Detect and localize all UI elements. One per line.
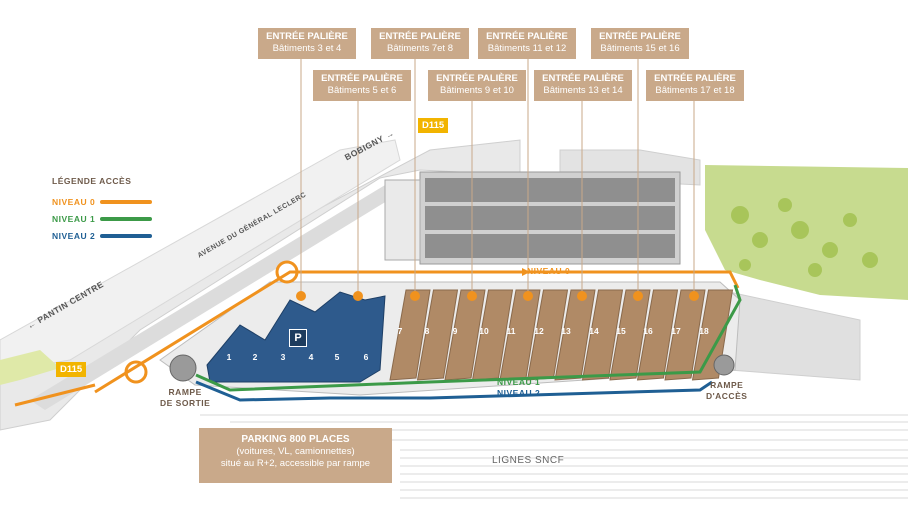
- callout-buildings: Bâtiments 5 et 6: [327, 85, 397, 96]
- building-number: 17: [671, 326, 681, 336]
- building-number: 16: [643, 326, 653, 336]
- rail-label: LIGNES SNCF: [492, 455, 565, 466]
- legend-row-niveau-0: NIVEAU 0: [52, 193, 152, 210]
- green-strip-left: [0, 350, 60, 385]
- building-number: 4: [308, 352, 314, 362]
- parking-info-box: PARKING 800 PLACES (voitures, VL, camion…: [199, 428, 392, 483]
- building-number: 12: [534, 326, 544, 336]
- entry-leaders: [296, 59, 699, 301]
- building-number: 9: [452, 326, 458, 336]
- entry-dot: [410, 291, 420, 301]
- tan-building-8: [416, 289, 459, 381]
- building-number: 11: [506, 326, 516, 336]
- callout-buildings: Bâtiments 17 et 18: [655, 85, 735, 96]
- arrow-niveau-0: [522, 268, 530, 276]
- tan-building-18: [691, 289, 734, 381]
- building-number: 14: [589, 326, 599, 336]
- building-number: 3: [280, 352, 286, 362]
- parking-line-2: (voitures, VL, camionnettes): [236, 446, 355, 457]
- legend-row-niveau-1: NIVEAU 1: [52, 210, 152, 227]
- route-niveau-2: [195, 380, 713, 402]
- legend-label: NIVEAU 1: [52, 213, 96, 224]
- callout-title: ENTRÉE PALIÈRE: [436, 73, 518, 84]
- route-niveau-0: [14, 260, 740, 407]
- parking-line-3: situé au R+2, accessible par rampe: [220, 458, 371, 469]
- tan-building-16: [636, 289, 679, 381]
- building-number: 15: [616, 326, 626, 336]
- route-niveau-1: [195, 284, 742, 392]
- legend-title: LÉGENDE ACCÈS: [52, 176, 132, 186]
- d115-tag-left: D115: [56, 362, 87, 377]
- tan-building-7: [389, 289, 431, 381]
- entry-dot: [577, 291, 587, 301]
- building-number: 1: [226, 352, 232, 362]
- tan-building-14: [581, 289, 624, 381]
- callout-title: ENTRÉE PALIÈRE: [599, 31, 681, 42]
- tan-building-17: [664, 289, 706, 381]
- entry-dot: [689, 291, 699, 301]
- existing-parking-structure: [384, 171, 681, 265]
- entry-dot: [523, 291, 533, 301]
- callout-buildings: Bâtiments 9 et 10: [440, 85, 514, 96]
- building-number: 5: [334, 352, 340, 362]
- building-number: 6: [363, 352, 369, 362]
- legend-label: NIVEAU 0: [52, 196, 96, 207]
- legend-swatch: [100, 216, 152, 221]
- building-number: 2: [252, 352, 258, 362]
- ramp-exit-icon: [169, 354, 197, 382]
- legend-swatch: [100, 233, 152, 238]
- avenue-road: [30, 182, 405, 410]
- callout-title: ENTRÉE PALIÈRE: [321, 73, 403, 84]
- route-label-niveau-2: NIVEAU 2: [497, 388, 541, 398]
- route-label-niveau-1: NIVEAU 1: [497, 377, 541, 387]
- trees: [731, 198, 878, 277]
- callout-title: ENTRÉE PALIÈRE: [486, 31, 568, 42]
- callout-title: ENTRÉE PALIÈRE: [379, 31, 461, 42]
- callout-title: ENTRÉE PALIÈRE: [542, 73, 624, 84]
- legend-swatch: [100, 199, 152, 204]
- legend-label: NIVEAU 2: [52, 230, 96, 241]
- d115-tag-top: D115: [418, 118, 449, 133]
- access-legend: LÉGENDE ACCÈS NIVEAU 0 NIVEAU 1 NIVEAU 2: [52, 176, 152, 244]
- building-number: 13: [561, 326, 571, 336]
- route-label-niveau-0: NIVEAU 0: [527, 266, 571, 276]
- callout-buildings: Bâtiments 13 et 14: [543, 85, 623, 96]
- ramp-exit-label: RAMPE DE SORTIE: [160, 387, 211, 408]
- callout-title: ENTRÉE PALIÈRE: [266, 31, 348, 42]
- parking-title: PARKING 800 PLACES: [241, 434, 350, 445]
- callout-title: ENTRÉE PALIÈRE: [654, 73, 736, 84]
- tan-building-15: [609, 289, 651, 381]
- parking-icon: P: [289, 329, 307, 347]
- building-number: 18: [699, 326, 709, 336]
- callout-buildings: Bâtiments 15 et 16: [600, 43, 680, 54]
- tan-building-13: [554, 289, 596, 381]
- tan-building-9: [444, 289, 486, 381]
- tan-buildings: [389, 289, 734, 381]
- entry-dot: [467, 291, 477, 301]
- callout-buildings: Bâtiments 3 et 4: [272, 43, 342, 54]
- entry-dot: [633, 291, 643, 301]
- callout-buildings: Bâtiments 11 et 12: [487, 43, 567, 54]
- entry-dot: [296, 291, 306, 301]
- legend-row-niveau-2: NIVEAU 2: [52, 227, 152, 244]
- building-number: 8: [424, 326, 430, 336]
- building-number: 10: [479, 326, 489, 336]
- ramp-access-label: RAMPE D'ACCÈS: [706, 380, 748, 401]
- building-number: 7: [397, 326, 403, 336]
- callout-buildings: Bâtiments 7et 8: [386, 43, 453, 54]
- entry-dot: [353, 291, 363, 301]
- ramp-access-icon: [713, 354, 735, 376]
